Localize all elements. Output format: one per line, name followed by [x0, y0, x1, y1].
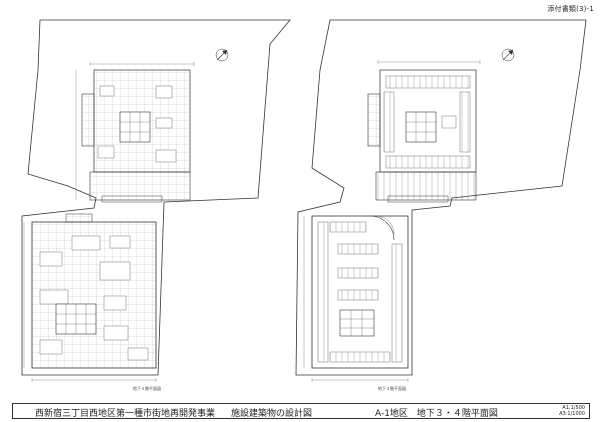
left-site-boundary [21, 19, 291, 376]
scale-block: A1:1/500 A3:1/1000 [559, 405, 585, 417]
left-basement-plan [23, 213, 157, 382]
title-block: 西新宿三丁目西地区第一種市街地再開発事業 施設建築物の設計図 A-1地区 地下３… [12, 403, 590, 419]
drawing-title: A-1地区 地下３・４階平面図 [375, 409, 498, 419]
right-plan-caption: 地下３階平面図 [378, 386, 406, 391]
scale-a3: A3:1/1000 [559, 411, 585, 417]
left-plan-caption: 地下４階平面図 [133, 386, 161, 391]
right-tower-plan [367, 60, 481, 203]
scale-a1: A1:1/500 [562, 405, 585, 411]
north-arrow-left [215, 48, 229, 62]
north-arrow-right [501, 48, 515, 62]
attachment-label: 添付書類(3)-1 [547, 5, 594, 13]
left-tower-plan [75, 62, 195, 203]
project-name: 西新宿三丁目西地区第一種市街地再開発事業 [35, 409, 216, 419]
drawing-type: 施設建築物の設計図 [231, 409, 313, 419]
right-site-boundary [295, 19, 587, 376]
right-basement-plan [303, 215, 409, 382]
